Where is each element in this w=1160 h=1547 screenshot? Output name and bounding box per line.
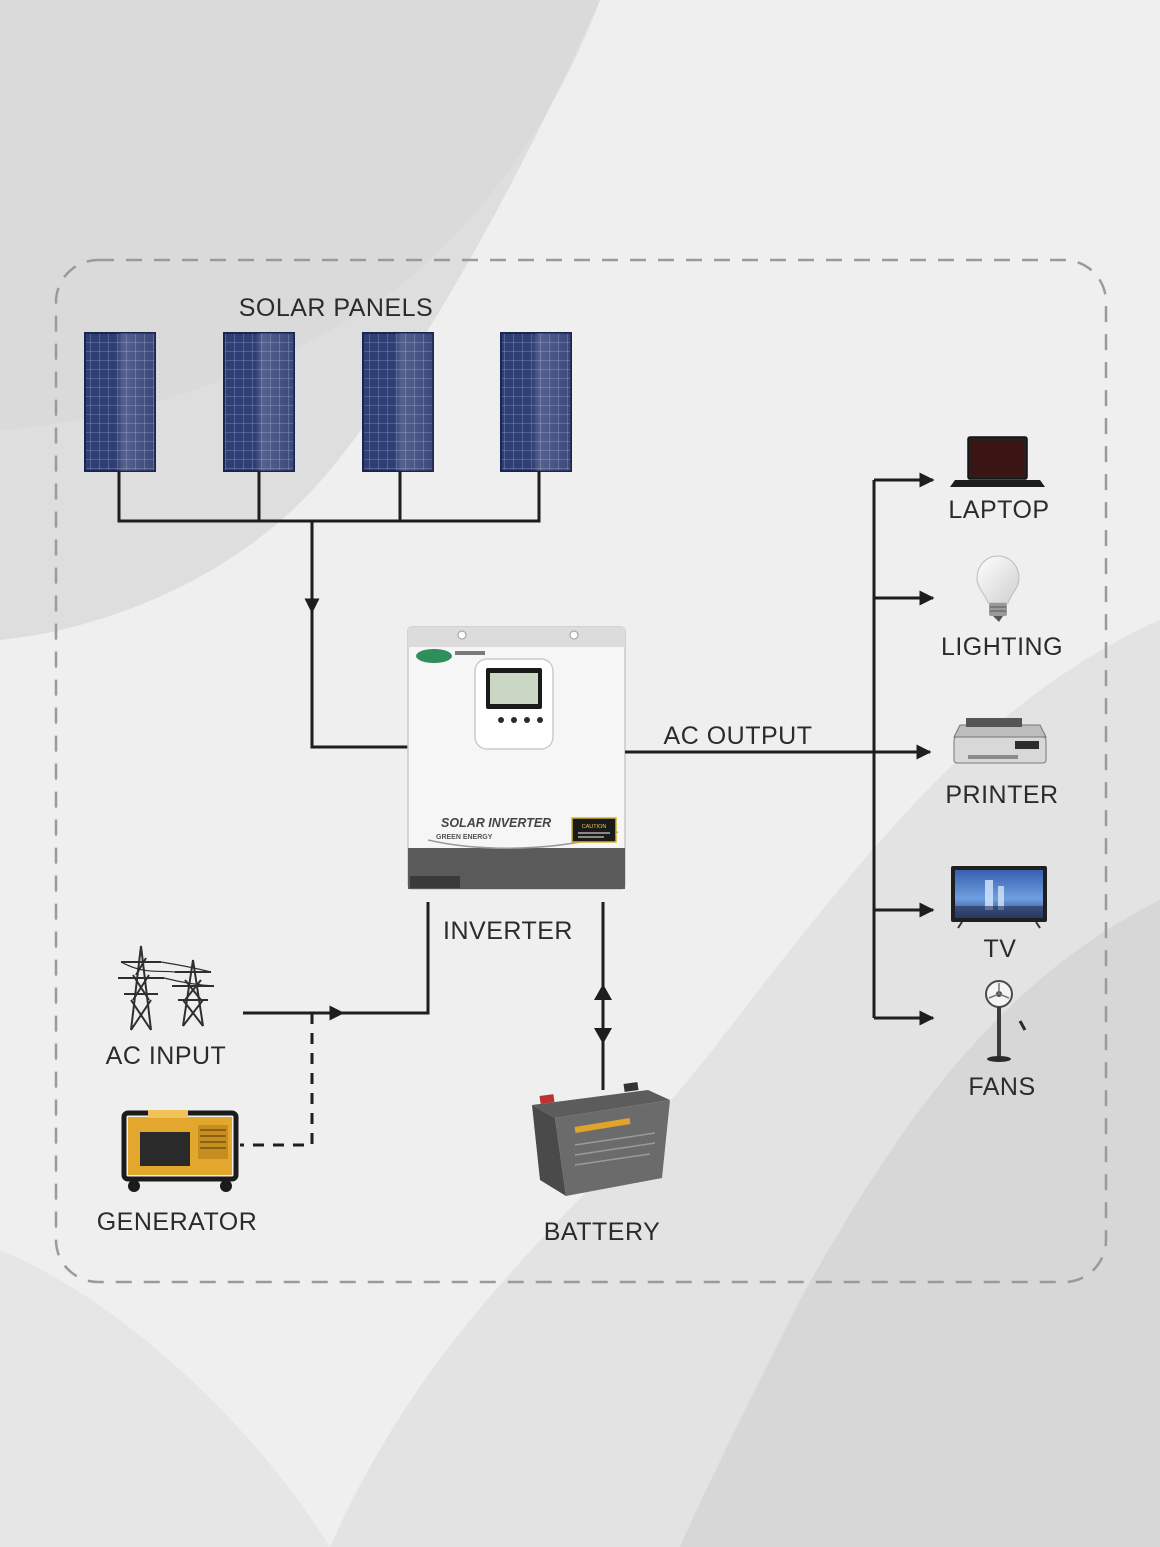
power-pylon-icon — [118, 945, 215, 1031]
caution-sticker — [571, 817, 617, 843]
printer-icon — [953, 718, 1047, 764]
battery-wiring — [594, 902, 612, 1090]
laptop-label: LAPTOP — [948, 496, 1049, 524]
ac-input-wiring — [240, 902, 430, 1147]
lighting-label: LIGHTING — [941, 633, 1063, 661]
solar-panels — [84, 332, 572, 472]
solar-panel — [362, 332, 434, 472]
system-boundary — [54, 258, 1108, 1284]
inverter-sub-text: GREEN ENERGY — [436, 834, 493, 841]
ac-output-label: AC OUTPUT — [664, 722, 813, 750]
inverter-unit: SOLAR INVERTER GREEN ENERGY CAUTION — [407, 626, 626, 890]
battery-label: BATTERY — [544, 1218, 661, 1246]
printer-label: PRINTER — [945, 781, 1058, 809]
fan-icon — [985, 980, 1027, 1062]
generator-icon — [121, 1110, 239, 1192]
solar-panels-label: SOLAR PANELS — [239, 294, 434, 322]
lightbulb-icon — [976, 555, 1020, 622]
panel-wiring — [117, 471, 541, 749]
caution-text: CAUTION — [582, 824, 607, 830]
inverter-label: INVERTER — [443, 917, 573, 945]
fans-label: FANS — [968, 1073, 1035, 1101]
tv-label: TV — [984, 935, 1017, 963]
solar-panel — [84, 332, 156, 472]
tv-icon — [951, 866, 1047, 929]
brand-logo-icon — [416, 649, 452, 663]
inverter-model-text: SOLAR INVERTER — [441, 816, 551, 830]
solar-panel — [500, 332, 572, 472]
ac-output-wiring — [625, 472, 935, 1026]
solar-panel — [223, 332, 295, 472]
laptop-icon — [950, 436, 1045, 487]
generator-label: GENERATOR — [97, 1208, 258, 1236]
ac-input-label: AC INPUT — [106, 1042, 227, 1070]
battery-icon — [532, 1082, 670, 1196]
